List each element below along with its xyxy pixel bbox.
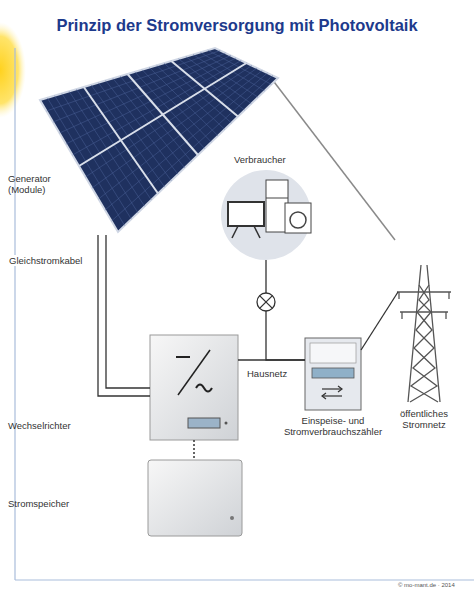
meter xyxy=(305,338,361,410)
title: Prinzip der Stromversorgung mit Photovol… xyxy=(0,16,474,35)
dc-cable xyxy=(98,235,150,396)
power-pylon xyxy=(397,265,451,402)
consumer-icons xyxy=(221,170,311,260)
consumer-wire xyxy=(266,260,305,360)
storage-box: Stromspeicher xyxy=(148,460,242,536)
node-label: Generator (Module) xyxy=(8,173,64,196)
copyright-note: © mo-mant.de · 2014 xyxy=(398,582,455,588)
consumer-circle: Verbraucher xyxy=(220,170,312,260)
sun xyxy=(0,22,26,118)
roof-line xyxy=(268,74,395,240)
meter-box: Einspeise- und Stromverbrauchszähler xyxy=(305,338,361,410)
storage-link xyxy=(194,440,195,460)
solar-generator: Generator (Module) xyxy=(40,45,278,235)
node-label: Wechselrichter xyxy=(8,420,71,431)
edge-label: Gleichstromkabel xyxy=(8,255,83,266)
node-label: Verbraucher xyxy=(234,154,286,165)
grid-wire xyxy=(361,292,398,350)
inverter-box: Wechselrichter xyxy=(150,335,238,440)
inverter xyxy=(150,335,238,440)
lamp-symbol xyxy=(257,293,275,311)
grid-pylon: öffentliches Stromnetz xyxy=(392,262,454,402)
node-label: öffentliches Stromnetz xyxy=(388,408,460,431)
edge-label: Hausnetz xyxy=(246,368,288,379)
solar-panel xyxy=(40,48,278,232)
battery-storage xyxy=(148,460,242,536)
node-label: Einspeise- und Stromverbrauchszähler xyxy=(273,415,393,438)
page-frame xyxy=(15,579,474,580)
node-label: Stromspeicher xyxy=(8,498,69,509)
